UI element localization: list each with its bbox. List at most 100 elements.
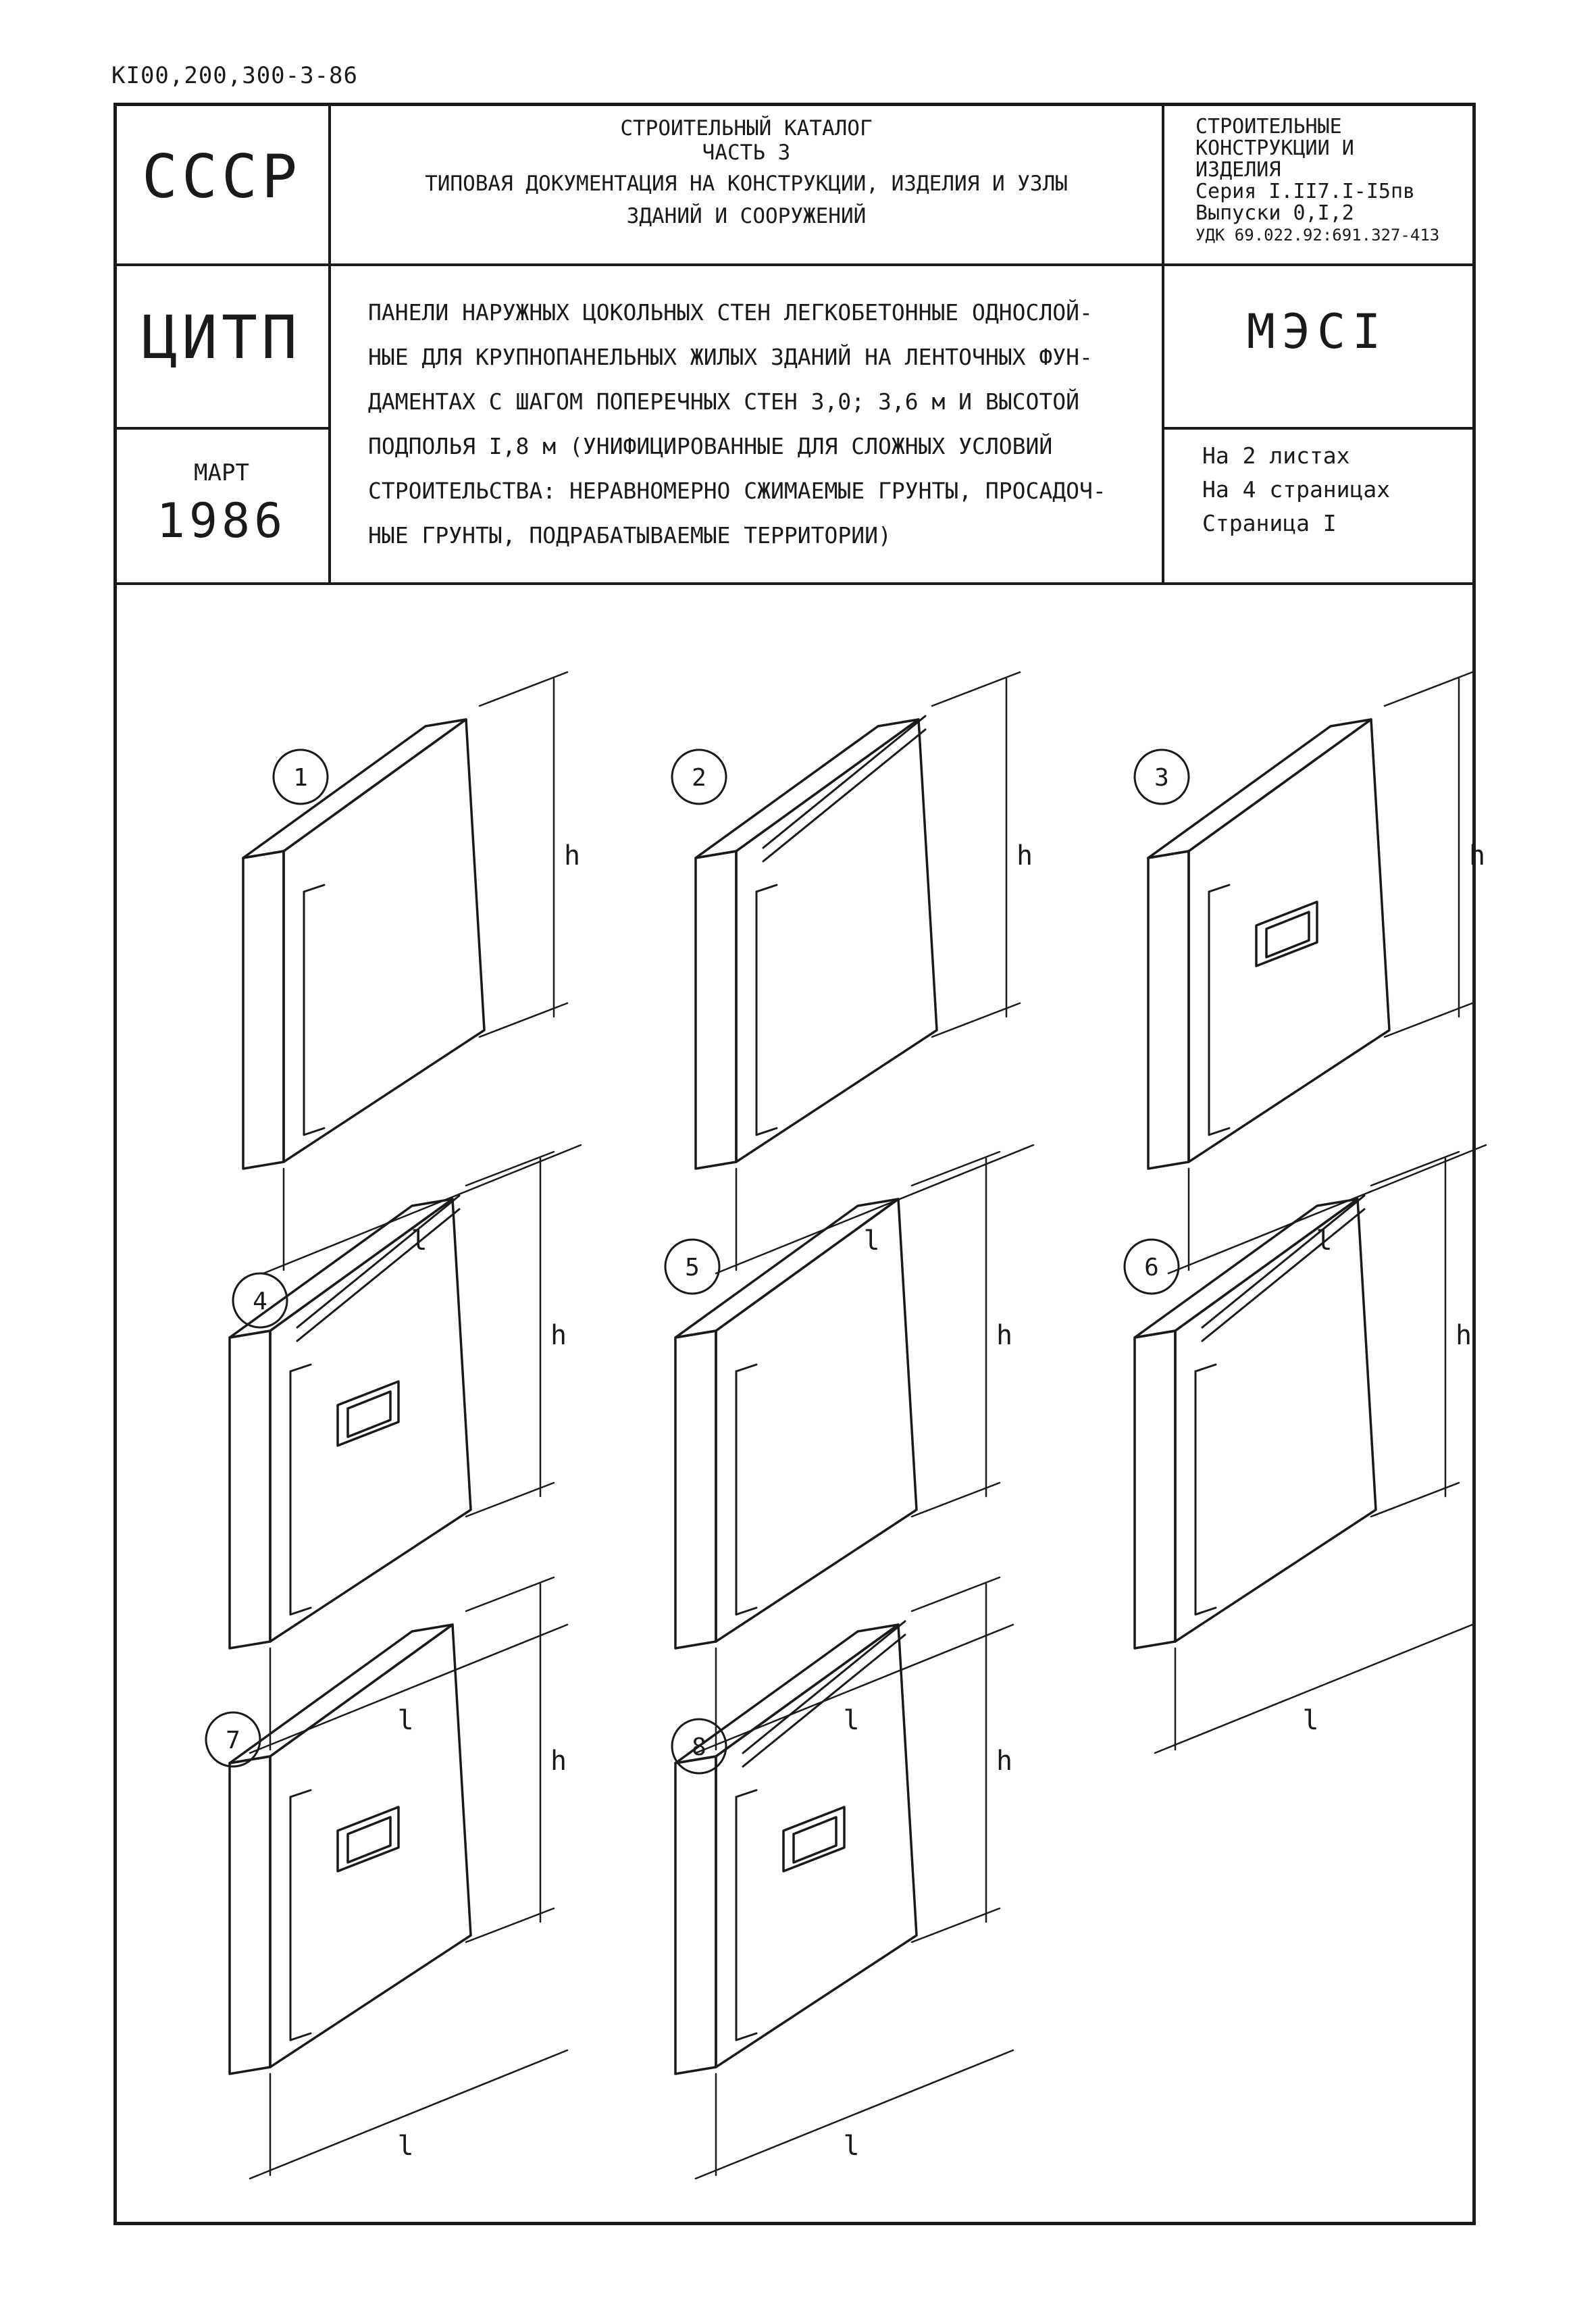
dimension-extension [465, 1150, 555, 1187]
rebate-line [289, 1363, 312, 1373]
header-col-1 [328, 103, 331, 584]
catalog-line: СТРОИТЕЛЬНЫЙ КАТАЛОГ [620, 116, 873, 141]
panel-number-circle [272, 748, 329, 805]
dimension-extension [478, 671, 569, 707]
panel-top [674, 1198, 900, 1339]
length-label: l [844, 2131, 860, 2162]
rebate-line [1194, 1606, 1217, 1616]
rebate-line [1208, 884, 1231, 893]
panel-number-circle [671, 748, 727, 805]
panel-top [694, 718, 920, 859]
section-line: Выпуски 0,I,2 [1195, 201, 1354, 225]
panel-number: 8 [692, 1733, 706, 1761]
panel-description: ПАНЕЛИ НАРУЖНЫХ ЦОКОЛЬНЫХ СТЕН ЛЕГКОБЕТО… [368, 290, 1131, 558]
panel-top [1133, 1198, 1359, 1339]
panel-number: 3 [1154, 764, 1169, 792]
header-bottom [113, 582, 1476, 585]
dimension-extension [910, 1150, 1001, 1187]
groove-line [1201, 1194, 1366, 1329]
length-dimension-line [1167, 1144, 1487, 1275]
dimension-extension [910, 1907, 1001, 1943]
panel-number: 7 [226, 1727, 240, 1754]
length-dimension-line [715, 1144, 1035, 1275]
rebate-line [755, 1127, 778, 1136]
length-label: l [844, 1705, 860, 1736]
dimension-extension [1383, 1002, 1474, 1038]
panel-top [242, 718, 467, 859]
header-divider-1 [113, 263, 1476, 266]
sheet-info: На 2 листах На 4 страницах Страница I [1202, 439, 1390, 540]
panel-face [269, 1198, 472, 1643]
panel-top [674, 1623, 900, 1764]
dimension-extension [1383, 671, 1474, 707]
window-opening [346, 1816, 392, 1864]
rebate-line [755, 884, 778, 893]
header-divider-left-2 [113, 427, 330, 430]
rebate-line [735, 1363, 758, 1373]
sheet-line: На 2 листах [1202, 442, 1350, 469]
groove-line [1201, 1208, 1366, 1342]
org-label: ЦИТП [142, 303, 301, 372]
catalog-line: ЗДАНИЙ И СООРУЖЕНИЙ [626, 204, 867, 228]
panel-edge [1133, 1329, 1177, 1650]
dimension-extension [931, 671, 1021, 707]
section-line: УДК 69.022.92:691.327-413 [1195, 226, 1440, 245]
dimension-extension [910, 1481, 1001, 1518]
length-dimension-line [1154, 1623, 1474, 1754]
panel-face [269, 1623, 472, 2068]
height-label: h [996, 1320, 1012, 1351]
section-block: СТРОИТЕЛЬНЫЕ КОНСТРУКЦИИ И ИЗДЕЛИЯ Серия… [1195, 116, 1472, 246]
header-divider-right-2 [1162, 427, 1476, 430]
length-label: l [398, 2131, 414, 2162]
window-opening [1255, 900, 1318, 967]
product-mark: МЭСI [1246, 304, 1388, 359]
rebate-line [735, 1606, 758, 1616]
description-line: НЫЕ ГРУНТЫ, ПОДРАБАТЫВАЕМЫЕ ТЕРРИТОРИИ) [368, 522, 892, 549]
panel-number: 4 [253, 1288, 267, 1315]
panel-top [228, 1198, 454, 1339]
dimension-extension [465, 1907, 555, 1943]
dimension-extension [1370, 1150, 1460, 1187]
height-label: h [1016, 840, 1033, 871]
height-label: h [550, 1746, 567, 1777]
groove-line [742, 1633, 906, 1768]
panel-number: 1 [293, 764, 308, 792]
dimension-extension [910, 1576, 1001, 1612]
length-dimension-line [249, 2049, 569, 2180]
description-line: СТРОИТЕЛЬСТВА: НЕРАВНОМЕРНО СЖИМАЕМЫЕ ГР… [368, 478, 1106, 504]
panel-face [715, 1198, 918, 1643]
panel-number-circle [232, 1272, 288, 1329]
window-opening [792, 1816, 838, 1864]
panel-face [735, 718, 938, 1163]
height-label: h [564, 840, 580, 871]
height-label: h [550, 1320, 567, 1351]
height-label: h [996, 1746, 1012, 1777]
description-line: ДАМЕНТАХ С ШАГОМ ПОПЕРЕЧНЫХ СТЕН 3,0; 3,… [368, 388, 1079, 415]
panel-face [1174, 1198, 1377, 1643]
height-label: h [1469, 840, 1485, 871]
panel-face [1187, 718, 1391, 1163]
panel-top [1147, 718, 1372, 859]
panel-number-circle [205, 1711, 261, 1768]
length-label: l [1303, 1705, 1319, 1736]
window-opening [336, 1380, 400, 1447]
section-line: ИЗДЕЛИЯ [1195, 158, 1281, 182]
dimension-extension [465, 1576, 555, 1612]
rebate-line [289, 1789, 312, 1798]
rebate-line [735, 2032, 758, 2041]
month-label: МАРТ [194, 459, 249, 486]
panel-number: 6 [1144, 1254, 1159, 1281]
panel-edge [228, 1329, 272, 1650]
section-line: КОНСТРУКЦИИ И [1195, 136, 1354, 160]
rebate-line [289, 1606, 312, 1616]
length-dimension-line [262, 1144, 582, 1275]
groove-line [742, 1620, 906, 1754]
dimension-extension [465, 1481, 555, 1518]
dimension-extension [1370, 1481, 1460, 1518]
catalog-title: СТРОИТЕЛЬНЫЙ КАТАЛОГ ЧАСТЬ 3 ТИПОВАЯ ДОК… [331, 116, 1162, 228]
dimension-extension [478, 1002, 569, 1038]
window-opening [336, 1806, 400, 1873]
description-line: ПАНЕЛИ НАРУЖНЫХ ЦОКОЛЬНЫХ СТЕН ЛЕГКОБЕТО… [368, 299, 1093, 326]
panel-edge [228, 1755, 272, 2075]
panel-edge [694, 850, 738, 1170]
